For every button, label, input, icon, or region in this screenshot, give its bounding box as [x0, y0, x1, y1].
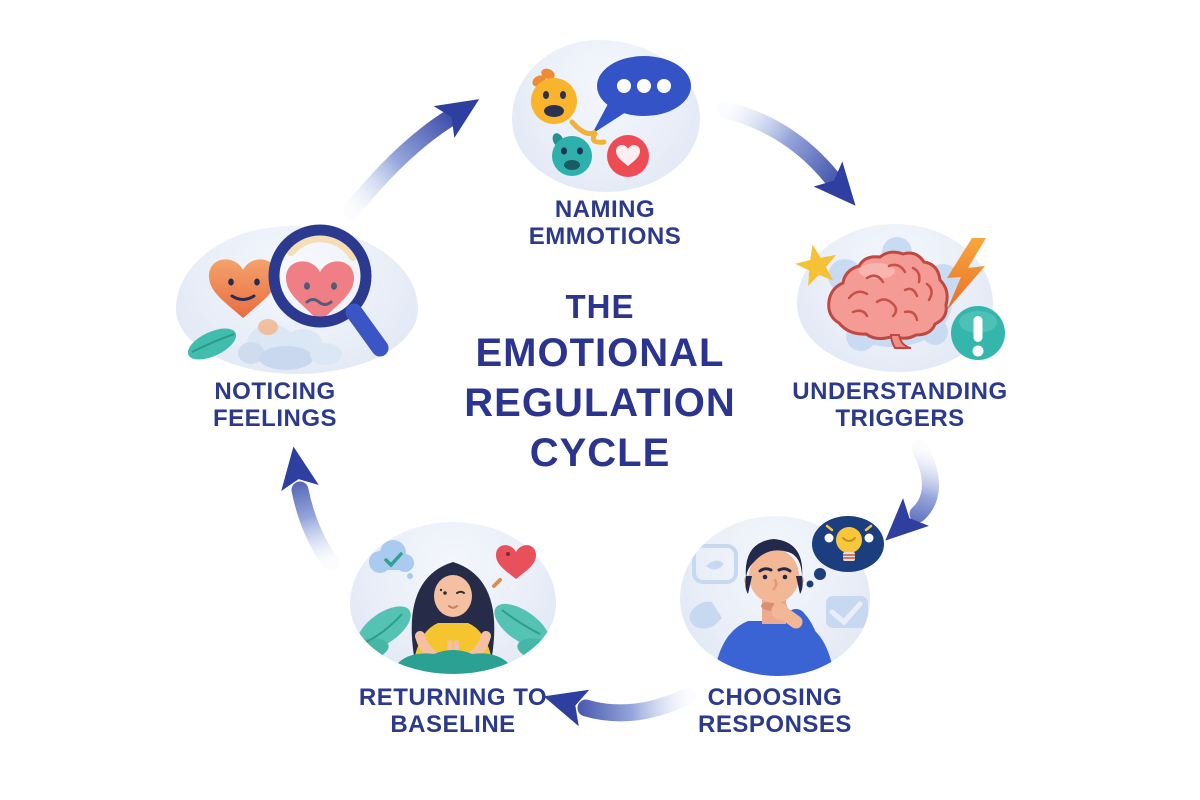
lightning-bolt-icon	[947, 238, 986, 310]
speech-bubble-icon	[592, 56, 691, 134]
connector-squiggle-icon	[569, 119, 607, 145]
man-bust	[714, 539, 834, 676]
thinking-person-icon	[689, 539, 868, 676]
stage-label-choosing-responses: CHOOSING RESPONSES	[698, 684, 852, 738]
arrow-down-right-icon	[717, 101, 856, 206]
foliage-flowers	[187, 319, 342, 370]
ghost-option-icons	[689, 544, 868, 629]
heart-icon	[492, 545, 536, 588]
title-line-4: CYCLE	[529, 431, 671, 475]
stage-label-naming-emotions: NAMING EMMOTIONS	[528, 196, 682, 250]
red-heart-face-icon	[286, 261, 354, 322]
emoji-faces-speech-bubble-heart-icon	[531, 56, 691, 177]
title-line-3: REGULATION	[464, 381, 736, 425]
thought-bubble-lightbulb-icon	[806, 516, 884, 588]
orange-heart-face-icon	[209, 259, 277, 318]
stage-label-understanding-triggers: UNDERSTANDING TRIGGERS	[792, 378, 1008, 432]
teal-emoji-face-icon	[552, 133, 592, 176]
woman-figure	[390, 562, 516, 674]
brain-lightning-star-exclamation-icon	[795, 237, 1005, 360]
hearts-magnifying-glass-icon	[187, 224, 389, 370]
heart-reaction-icon	[607, 135, 649, 177]
arrow-left-icon	[543, 687, 697, 727]
page-title: THE EMOTIONAL REGULATION CYCLE	[440, 286, 760, 478]
arrow-up-right-icon	[343, 99, 480, 219]
star-icon	[795, 244, 837, 287]
arrow-down-icon	[885, 439, 939, 541]
magnifying-glass-icon	[268, 224, 389, 357]
brain-icon	[827, 250, 949, 349]
title-line-2: EMOTIONAL	[475, 331, 725, 375]
title-line-1: THE	[565, 288, 635, 325]
thought-cloud-icon	[369, 540, 414, 579]
arrow-up-icon	[281, 446, 339, 571]
stage-bubble-choosing-responses	[680, 516, 870, 676]
exclamation-icon	[951, 306, 1005, 360]
stage-label-noticing-feelings: NOTICING FEELINGS	[212, 378, 337, 432]
stage-label-returning-to-baseline: RETURNING TO BASELINE	[358, 684, 548, 738]
calm-thought-heart-icons	[369, 540, 536, 588]
yellow-emoji-face-icon	[531, 68, 577, 124]
